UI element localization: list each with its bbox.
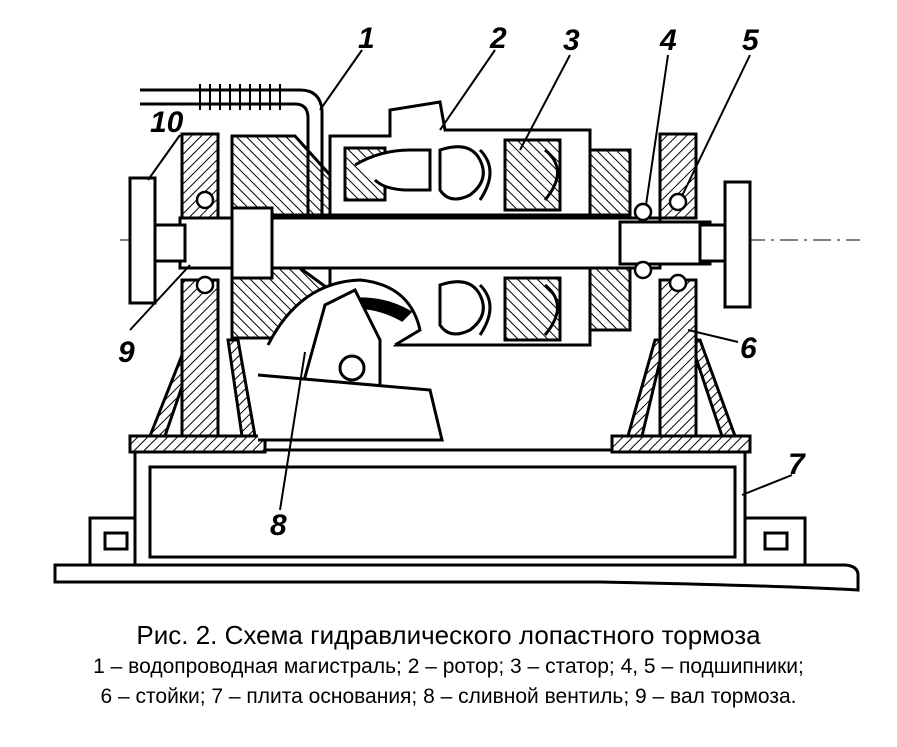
callouts: 1 2 3 4 5 6 7 8 9 10 [118,22,806,542]
caption-line-1: 1 – водопроводная магистраль; 2 – ротор;… [93,655,804,678]
caption-line-2: 6 – стойки; 7 – плита основания; 8 – сли… [100,685,797,708]
right-stand [610,132,752,454]
base-plate [53,448,860,592]
leader-lines [129,49,793,511]
left-stand [128,132,267,454]
callout-5: 5 [742,24,760,57]
brake-schematic: 1 2 3 4 5 6 7 8 9 10 [53,22,860,592]
callout-4: 4 [659,24,677,57]
callout-7: 7 [788,448,806,481]
caption-title: Рис. 2. Схема гидравлического лопастного… [136,620,761,650]
bearings [195,190,688,295]
callout-3: 3 [563,24,580,57]
water-pipe [140,84,324,215]
callout-6: 6 [740,332,757,365]
drain-valve [257,278,444,442]
callout-1: 1 [358,22,375,55]
figure-caption: Рис. 2. Схема гидравлического лопастного… [0,618,897,712]
callout-9: 9 [118,336,135,369]
callout-10: 10 [150,106,184,139]
callout-8: 8 [270,509,287,542]
callout-2: 2 [489,22,507,55]
brake-shaft [120,176,860,309]
